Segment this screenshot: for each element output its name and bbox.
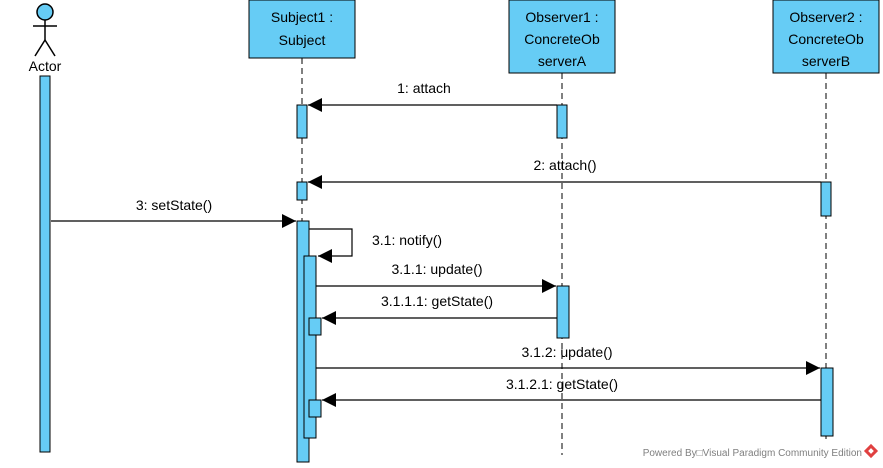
lifeline-subject1-line2: Subject — [279, 32, 326, 48]
lifeline-observer1-line1: Observer1 : — [525, 9, 598, 25]
lifeline-observer2-line1: Observer2 : — [789, 9, 862, 25]
message-3-1-1-update-label: 3.1.1: update() — [391, 261, 482, 277]
activation-subject1-getstate1 — [308, 317, 322, 336]
activation-observer2-update — [820, 367, 834, 437]
activation-subject1-attach2 — [296, 181, 308, 201]
lifeline-subject1-line1: Subject1 : — [271, 9, 333, 25]
activation-observer1-update — [556, 285, 570, 339]
message-3-1-notify-label: 3.1: notify() — [372, 232, 442, 248]
message-1-attach-label: 1: attach — [397, 80, 451, 96]
actor-activation-bar — [39, 75, 51, 453]
message-3-1-1-1-getstate-label: 3.1.1.1: getState() — [381, 293, 493, 309]
visual-paradigm-logo — [863, 443, 879, 459]
actor-label: Actor — [29, 58, 62, 74]
activation-subject1-attach1 — [296, 104, 308, 139]
activation-observer1-attach — [556, 104, 568, 139]
activation-subject1-notify — [303, 255, 317, 439]
lifeline-observer1-line3: serverA — [538, 53, 587, 69]
lifeline-head-observer2[interactable]: Observer2 : ConcreteOb serverB — [772, 0, 880, 74]
message-3-1-notify-arrow — [309, 228, 353, 263]
lifeline-head-subject1[interactable]: Subject1 : Subject — [248, 0, 356, 59]
lifeline-observer1-line2: ConcreteOb — [524, 31, 600, 47]
message-3-1-2-update-label: 3.1.2: update() — [521, 344, 612, 360]
activation-observer2-attach — [820, 181, 832, 217]
lifeline-observer2-line3: serverB — [802, 53, 850, 69]
lifeline-observer2-line2: ConcreteOb — [788, 31, 864, 47]
actor-figure — [33, 3, 57, 57]
lifeline-head-observer1[interactable]: Observer1 : ConcreteOb serverA — [508, 0, 616, 74]
activation-subject1-getstate2 — [308, 399, 322, 418]
message-3-1-2-1-getstate-label: 3.1.2.1: getState() — [506, 376, 618, 392]
message-3-setstate-label: 3: setState() — [136, 197, 212, 213]
message-2-attach-label: 2: attach() — [533, 157, 596, 173]
footer-powered-by: Powered By□Visual Paradigm Community Edi… — [643, 448, 862, 459]
